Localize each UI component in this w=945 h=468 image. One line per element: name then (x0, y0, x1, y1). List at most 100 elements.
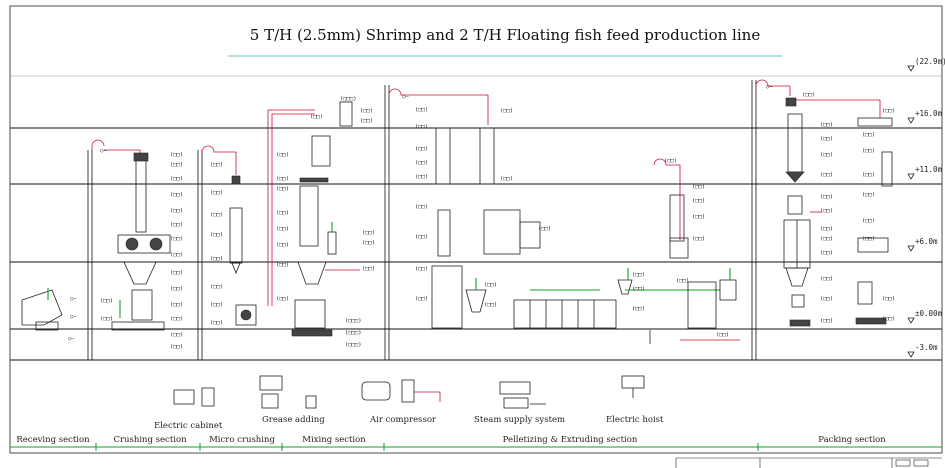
svg-text:(□□): (□□) (362, 266, 375, 272)
svg-text:(□□): (□□) (210, 256, 223, 262)
svg-text:(□□): (□□) (170, 252, 183, 258)
svg-text:(□□): (□□) (500, 108, 513, 114)
svg-text:(□□): (□□) (415, 234, 428, 240)
svg-text:(□□): (□□) (360, 118, 373, 124)
electric-cabinet-icon (173, 387, 215, 407)
level-label: +6.0m (915, 237, 938, 246)
level-marker: ±0.00m (907, 309, 943, 324)
svg-text:(□□): (□□) (170, 176, 183, 182)
svg-text:(□□): (□□) (210, 302, 223, 308)
svg-text:(□□): (□□) (170, 270, 183, 276)
pelletizing-extruding-equipment: ○— (□□) (□□) (□□) (□□) (□□) (□□) (□□) (□□) (388, 88, 740, 344)
svg-text:(□□): (□□) (415, 160, 428, 166)
svg-text:(□□): (□□) (415, 266, 428, 272)
svg-text:(□□): (□□) (362, 240, 375, 246)
crushing-equipment: ○— (□□) (□□) (□□) (□□) (□□) (□□) (□□) (□□) (□□… (91, 139, 183, 350)
structural-columns (87, 80, 757, 360)
level-marker: +6.0m (907, 237, 938, 252)
svg-text:(□□): (□□) (362, 230, 375, 236)
svg-text:(□□): (□□) (415, 124, 428, 130)
svg-text:(□□□): (□□□) (345, 318, 362, 324)
svg-text:(□□): (□□) (415, 204, 428, 210)
svg-text:(□□): (□□) (170, 302, 183, 308)
svg-text:(□□): (□□) (692, 236, 705, 242)
svg-text:(□□): (□□) (820, 122, 833, 128)
grease-adding-icon (259, 375, 317, 409)
level-label: +16.0m (915, 109, 943, 118)
svg-text:○—: ○— (70, 296, 77, 302)
svg-text:○—: ○— (68, 336, 75, 342)
svg-text:(□□□): (□□□) (345, 330, 362, 336)
svg-text:(□□): (□□) (882, 296, 895, 302)
svg-text:(□□□): (□□□) (345, 342, 362, 348)
legend-item-electric-cabinet: Electric cabinet (154, 387, 223, 431)
legend-item-steam-supply: Steam supply system (474, 381, 565, 425)
svg-text:(□□): (□□) (170, 192, 183, 198)
electric-hoist-icon (621, 375, 645, 398)
svg-text:(□□): (□□) (820, 318, 833, 324)
steam-supply-icon (499, 381, 546, 409)
svg-text:(□□): (□□) (170, 208, 183, 214)
section-label: Crushing section (113, 435, 187, 445)
svg-text:(□□): (□□) (210, 284, 223, 290)
svg-text:(□□): (□□) (210, 232, 223, 238)
svg-text:(□□): (□□) (276, 226, 289, 232)
svg-text:(□□): (□□) (820, 236, 833, 242)
legend-label: Electric hoist (606, 415, 664, 425)
level-marker: +11.0m (907, 165, 943, 180)
svg-text:(□□): (□□) (170, 152, 183, 158)
legend-item-air-compressor: Air compressor (361, 379, 441, 425)
svg-text:(□□): (□□) (276, 152, 289, 158)
svg-text:(□□): (□□) (415, 174, 428, 180)
section-label: Pelletizing & Extruding section (503, 435, 638, 445)
svg-text:(□□): (□□) (538, 226, 551, 232)
svg-text:(□□): (□□) (664, 158, 677, 164)
svg-text:(□□): (□□) (415, 296, 428, 302)
legend-label: Grease adding (262, 415, 325, 425)
svg-text:(□□): (□□) (170, 236, 183, 242)
svg-text:(□□): (□□) (820, 172, 833, 178)
level-label: (22.9m) (915, 57, 945, 66)
svg-text:(□□): (□□) (210, 212, 223, 218)
svg-text:(□□): (□□) (862, 132, 875, 138)
svg-text:(□□): (□□) (862, 218, 875, 224)
svg-text:(□□): (□□) (692, 214, 705, 220)
svg-text:○—: ○— (402, 94, 409, 100)
svg-text:(□□): (□□) (210, 320, 223, 326)
svg-text:(□□): (□□) (820, 296, 833, 302)
svg-text:(□□): (□□) (820, 152, 833, 158)
svg-text:(□□): (□□) (170, 162, 183, 168)
svg-text:(□□): (□□) (862, 192, 875, 198)
svg-text:(□□): (□□) (210, 190, 223, 196)
micro-crushing-equipment: (□□)(□□)(□□) (□□)(□□)(□□) (□□)(□□) (201, 145, 257, 326)
section-label: Receving section (16, 435, 90, 445)
svg-text:(□□): (□□) (692, 198, 705, 204)
svg-text:(□□): (□□) (276, 262, 289, 268)
svg-text:(□□): (□□) (170, 316, 183, 322)
svg-text:(□□): (□□) (484, 302, 497, 308)
svg-text:○—: ○— (766, 84, 773, 90)
equipment-legend: Electric cabinet Grease adding Air compr… (154, 375, 664, 431)
svg-text:(□□): (□□) (820, 208, 833, 214)
packing-equipment: ○— (□□) (□□) (□□) (□□) (□□) (□□) (□□) (□□) (□… (755, 79, 895, 327)
svg-text:(□□□): (□□□) (340, 96, 357, 102)
svg-text:(□□): (□□) (882, 108, 895, 114)
diagram-title: 5 T/H (2.5mm) Shrimp and 2 T/H Floating … (250, 26, 761, 44)
svg-text:(□□): (□□) (802, 92, 815, 98)
section-label: Mixing section (302, 435, 366, 445)
svg-text:(□□): (□□) (100, 316, 113, 322)
section-label: Packing section (818, 435, 886, 445)
level-label: +11.0m (915, 165, 943, 174)
svg-text:(□□): (□□) (716, 332, 729, 338)
level-label: -3.0m (915, 343, 938, 352)
svg-text:(□□): (□□) (820, 226, 833, 232)
legend-label: Steam supply system (474, 415, 565, 425)
svg-text:(□□): (□□) (676, 278, 689, 284)
legend-item-electric-hoist: Electric hoist (606, 375, 664, 425)
floor-lines (10, 75, 942, 361)
svg-text:○—: ○— (100, 148, 107, 154)
svg-text:(□□): (□□) (500, 176, 513, 182)
svg-text:(□□): (□□) (820, 276, 833, 282)
svg-text:(□□): (□□) (276, 210, 289, 216)
svg-text:(□□): (□□) (692, 184, 705, 190)
